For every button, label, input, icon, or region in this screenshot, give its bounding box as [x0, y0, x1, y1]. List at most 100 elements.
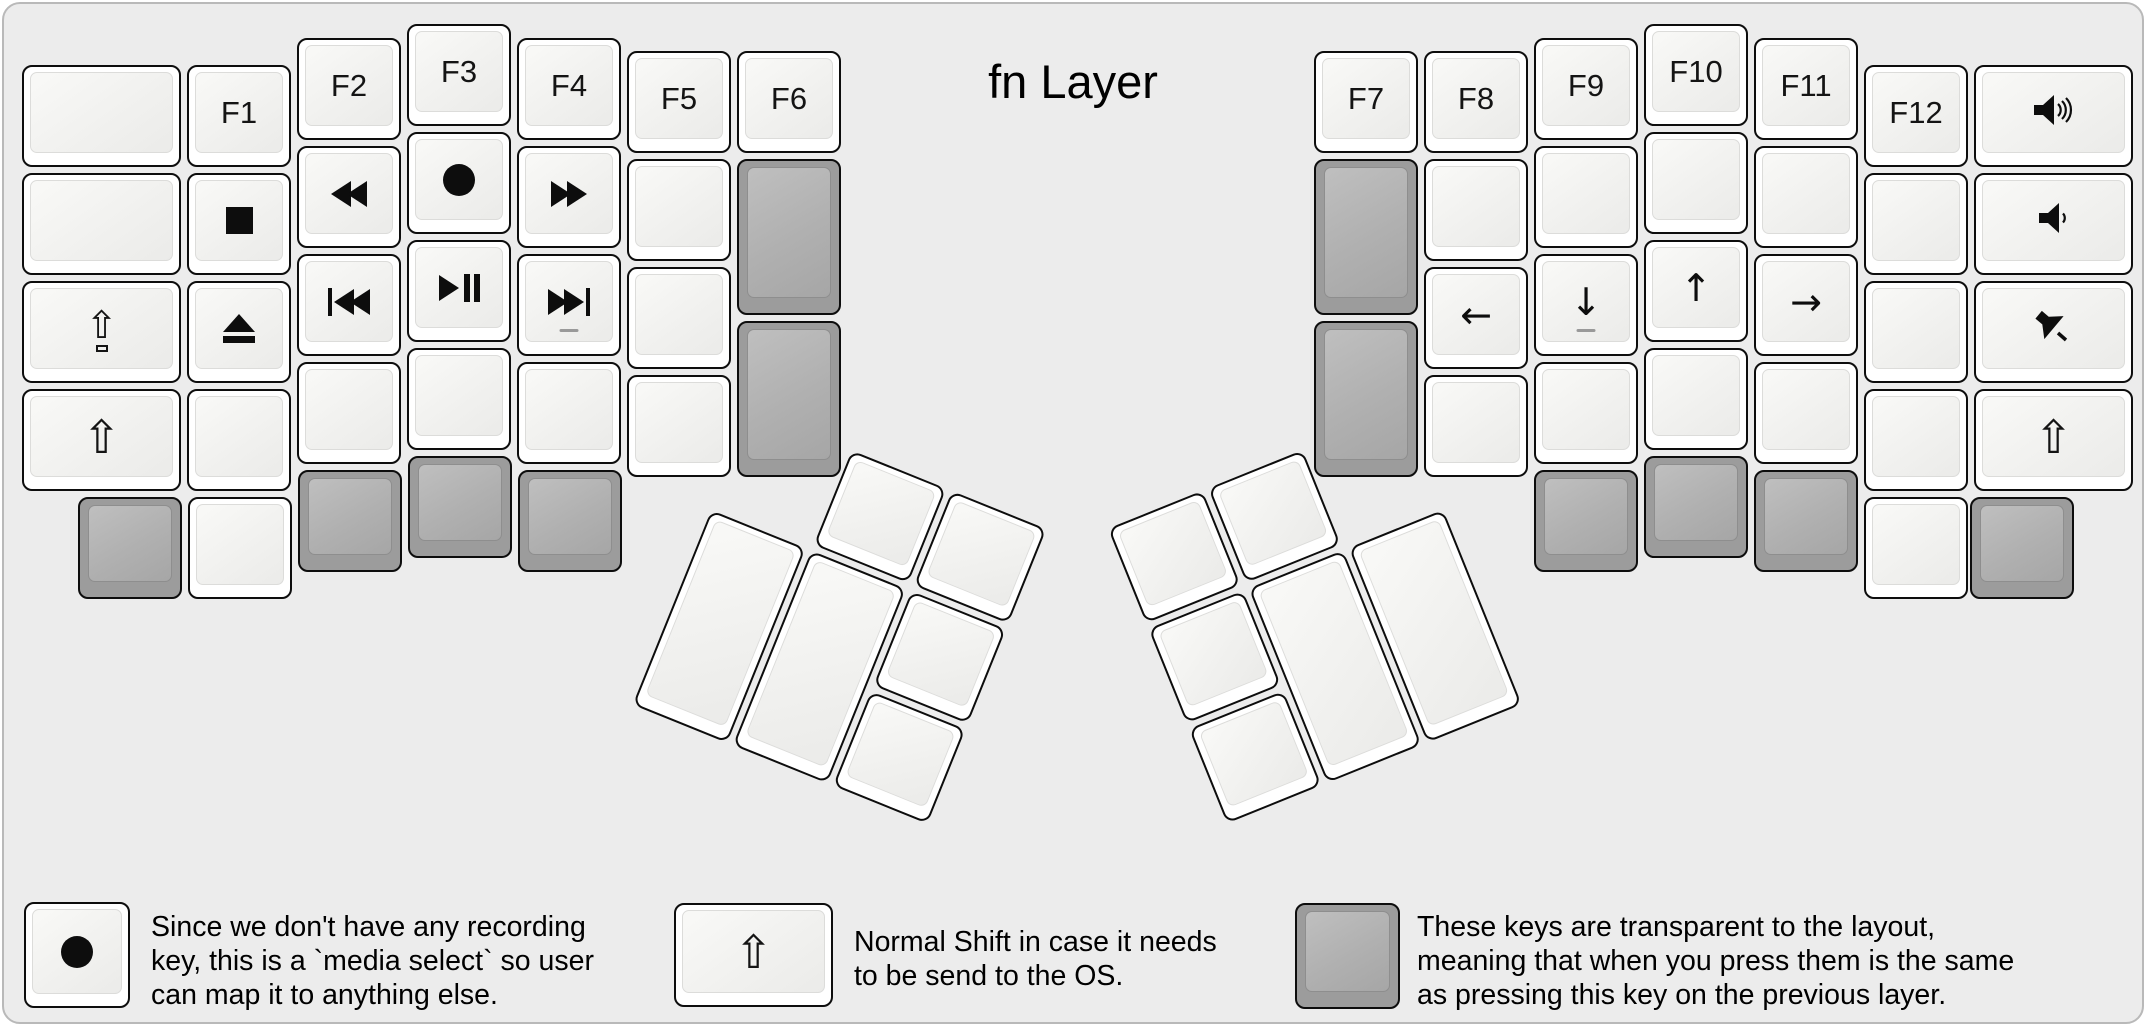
- key-f12-cap: F12: [1872, 72, 1960, 153]
- key-blank-r4r2[interactable]: [1754, 146, 1858, 248]
- key-f10[interactable]: F10: [1644, 24, 1748, 126]
- key-play-pause-cap: [415, 247, 503, 328]
- key-transparent-r0a[interactable]: [1314, 159, 1418, 315]
- legend-record-key[interactable]: [24, 902, 130, 1008]
- key-blank-l1r4[interactable]: [187, 389, 291, 491]
- key-arrow-left[interactable]: ←: [1424, 267, 1528, 369]
- key-transparent-rb3-cap: [1764, 478, 1848, 555]
- key-f5-label: F5: [660, 80, 698, 116]
- key-arrow-down[interactable]: ↓: [1534, 254, 1638, 356]
- key-volume-down[interactable]: [1974, 173, 2133, 275]
- key-blank-l0r1[interactable]: [22, 65, 181, 167]
- key-transparent-lb4[interactable]: [408, 456, 512, 558]
- key-blank-lb2[interactable]: [188, 497, 292, 599]
- key-f7-cap: F7: [1322, 58, 1410, 139]
- key-f6-label: F6: [770, 80, 808, 116]
- key-caps-lock[interactable]: ⇧: [22, 281, 181, 383]
- key-arrow-left-cap: ←: [1432, 274, 1520, 355]
- key-f6[interactable]: F6: [737, 51, 841, 153]
- key-blank-l0r2[interactable]: [22, 173, 181, 275]
- key-shift-right[interactable]: ⇧: [1974, 389, 2133, 491]
- key-f9[interactable]: F9: [1534, 38, 1638, 140]
- key-caps-lock-cap: ⇧: [30, 288, 173, 369]
- key-f1[interactable]: F1: [187, 65, 291, 167]
- key-stop-cap: [195, 180, 283, 261]
- legend-transparent-key[interactable]: [1295, 903, 1400, 1009]
- key-rewind[interactable]: [297, 146, 401, 248]
- key-transparent-rb2-cap: [1654, 464, 1738, 541]
- key-blank-l5r2[interactable]: [627, 159, 731, 261]
- key-shift-left[interactable]: ⇧: [22, 389, 181, 491]
- key-arrow-right[interactable]: →: [1754, 254, 1858, 356]
- key-next-track[interactable]: [517, 254, 621, 356]
- key-transparent-l6b[interactable]: [737, 321, 841, 477]
- key-f4-label: F4: [550, 67, 588, 103]
- key-record[interactable]: [407, 132, 511, 234]
- key-blank-r3r2[interactable]: [1644, 132, 1748, 234]
- key-blank-l4r4[interactable]: [517, 362, 621, 464]
- key-f3[interactable]: F3: [407, 24, 511, 126]
- key-f8[interactable]: F8: [1424, 51, 1528, 153]
- legend-shift-key-cap: ⇧: [682, 910, 825, 993]
- key-record-cap: [415, 139, 503, 220]
- key-transparent-r0b[interactable]: [1314, 321, 1418, 477]
- key-volume-up-cap: [1982, 72, 2125, 153]
- key-blank-r5r4[interactable]: [1864, 389, 1968, 491]
- key-blank-l5r3[interactable]: [627, 267, 731, 369]
- key-f6-cap: F6: [745, 58, 833, 139]
- key-blank-l1r4-cap: [195, 396, 283, 477]
- key-f4[interactable]: F4: [517, 38, 621, 140]
- key-f7-label: F7: [1347, 80, 1385, 116]
- key-thumb-left-1-cap: [826, 459, 937, 568]
- key-blank-l3r4[interactable]: [407, 348, 511, 450]
- key-play-pause[interactable]: [407, 240, 511, 342]
- key-arrow-up[interactable]: ↑: [1644, 240, 1748, 342]
- key-volume-up[interactable]: [1974, 65, 2133, 167]
- key-f3-cap: F3: [415, 31, 503, 112]
- key-transparent-rb2[interactable]: [1644, 456, 1748, 558]
- legend-shift-key[interactable]: ⇧: [674, 903, 833, 1007]
- key-arrow-down-cap: ↓: [1542, 261, 1630, 342]
- key-blank-l0r2-cap: [30, 180, 173, 261]
- key-prev-track[interactable]: [297, 254, 401, 356]
- key-blank-r5r2[interactable]: [1864, 173, 1968, 275]
- key-f2[interactable]: F2: [297, 38, 401, 140]
- page-title: fn Layer: [988, 55, 1158, 108]
- key-f5[interactable]: F5: [627, 51, 731, 153]
- key-transparent-rb1[interactable]: [1534, 470, 1638, 572]
- key-transparent-lb5[interactable]: [518, 470, 622, 572]
- key-transparent-lb3[interactable]: [298, 470, 402, 572]
- key-mute[interactable]: [1974, 281, 2133, 383]
- key-transparent-lb1[interactable]: [78, 497, 182, 599]
- key-stop[interactable]: [187, 173, 291, 275]
- key-blank-l0r1-cap: [30, 72, 173, 153]
- key-f11[interactable]: F11: [1754, 38, 1858, 140]
- stop-icon: [225, 207, 253, 234]
- key-blank-r1r2[interactable]: [1424, 159, 1528, 261]
- volume-down-icon: [2037, 201, 2071, 240]
- key-fast-forward[interactable]: [517, 146, 621, 248]
- key-f7[interactable]: F7: [1314, 51, 1418, 153]
- key-f12[interactable]: F12: [1864, 65, 1968, 167]
- key-blank-r1r4-cap: [1432, 382, 1520, 463]
- key-eject[interactable]: [187, 281, 291, 383]
- key-transparent-l6a[interactable]: [737, 159, 841, 315]
- shift-icon: ⇧: [82, 409, 121, 464]
- prev-track-icon: [328, 287, 370, 316]
- key-blank-r4r4[interactable]: [1754, 362, 1858, 464]
- key-blank-r1r4[interactable]: [1424, 375, 1528, 477]
- key-blank-l5r4[interactable]: [627, 375, 731, 477]
- key-blank-r3r4[interactable]: [1644, 348, 1748, 450]
- key-blank-r2r4[interactable]: [1534, 362, 1638, 464]
- key-f8-cap: F8: [1432, 58, 1520, 139]
- key-blank-l2r4[interactable]: [297, 362, 401, 464]
- key-blank-r5r3[interactable]: [1864, 281, 1968, 383]
- arrow-right-icon: →: [1790, 279, 1822, 324]
- arrow-left-icon: ←: [1460, 292, 1492, 337]
- key-blank-rb4[interactable]: [1864, 497, 1968, 599]
- key-transparent-rb5[interactable]: [1970, 497, 2074, 599]
- key-transparent-r0b-cap: [1324, 329, 1408, 460]
- key-transparent-rb3[interactable]: [1754, 470, 1858, 572]
- key-f3-label: F3: [440, 53, 478, 89]
- key-blank-r2r2[interactable]: [1534, 146, 1638, 248]
